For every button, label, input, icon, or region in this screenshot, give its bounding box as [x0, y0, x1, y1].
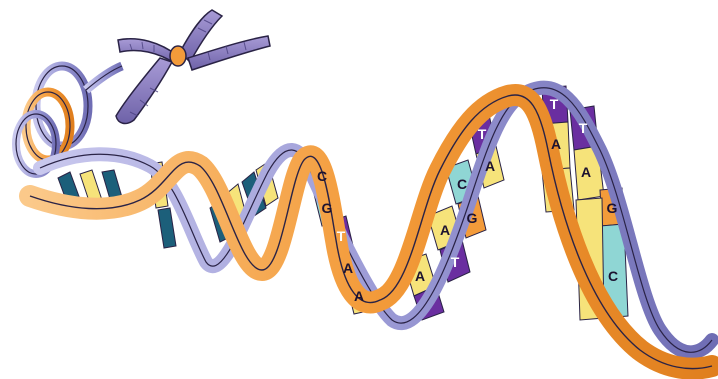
base-letter: T	[451, 254, 460, 270]
base-letter: T	[478, 126, 487, 142]
coil-connector	[86, 66, 122, 90]
centromere	[170, 46, 186, 66]
base-letter: A	[415, 268, 425, 284]
base-letter: A	[485, 158, 495, 174]
base-letter: C	[317, 168, 327, 184]
base-letter: G	[467, 210, 478, 226]
base-pair	[158, 208, 176, 248]
base-letter: C	[457, 176, 467, 192]
base-letter: T	[337, 228, 346, 244]
chromosome	[116, 10, 270, 123]
base-letter: A	[581, 164, 591, 180]
base-letter: G	[607, 200, 618, 216]
base-letter: A	[440, 222, 450, 238]
base-letter: C	[608, 268, 618, 284]
base-letter: A	[343, 260, 353, 276]
base-letter: T	[550, 96, 559, 112]
base-letter: A	[354, 288, 364, 304]
base-letter: A	[551, 136, 561, 152]
base-letter: T	[579, 120, 588, 136]
base-letter: G	[322, 200, 333, 216]
chromosome-arm-lower-left	[116, 58, 172, 123]
